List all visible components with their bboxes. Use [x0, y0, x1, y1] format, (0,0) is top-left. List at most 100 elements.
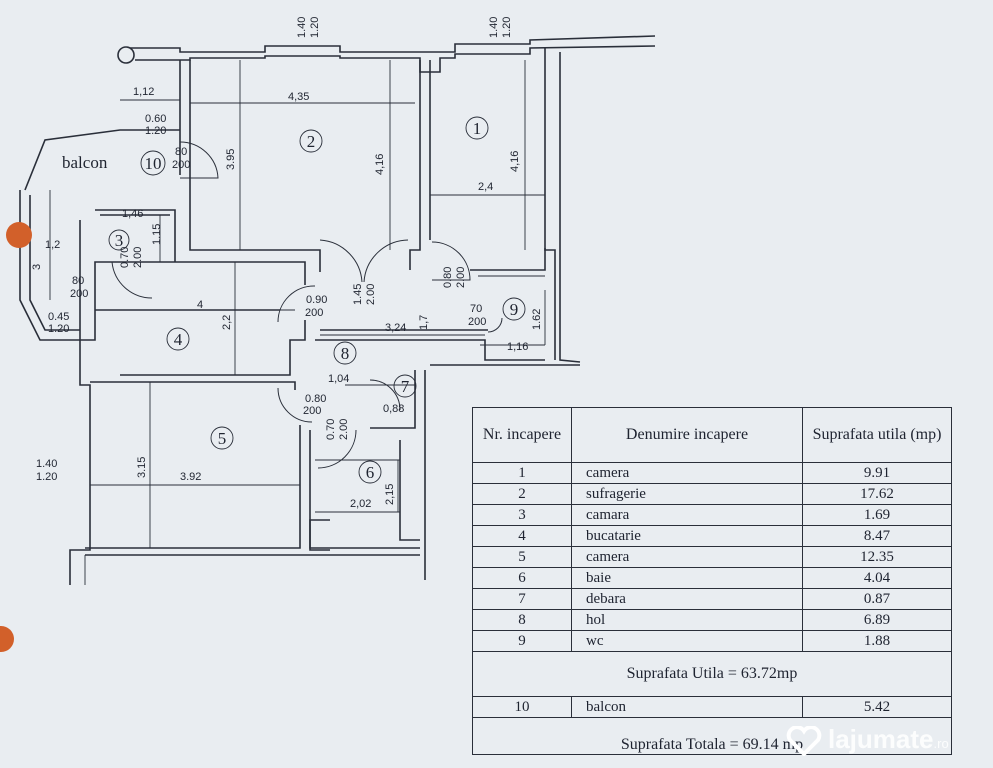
dim-435: 4,35	[288, 91, 309, 103]
dim-392: 3.92	[180, 471, 201, 483]
cell-area: 1.69	[802, 504, 952, 526]
dim-416b: 4,16	[509, 151, 521, 172]
cell-nr: 7	[472, 588, 572, 610]
cell-name: sufragerie	[571, 483, 803, 505]
room-number-10: 10	[145, 154, 162, 173]
cell-name: camara	[571, 504, 803, 526]
cell-name: baie	[571, 567, 803, 589]
door-swings	[111, 141, 503, 469]
room-number-6: 6	[366, 463, 375, 482]
dim-win-top2b: 1.20	[501, 17, 513, 38]
dim-3: 3	[31, 264, 43, 270]
dim-win-top1b: 1.20	[309, 17, 321, 38]
cell-name: bucatarie	[571, 525, 803, 547]
dim-120a: 1.20	[145, 125, 166, 137]
dim-80b: 80	[72, 275, 84, 287]
room-number-3: 3	[115, 231, 124, 250]
cell-nr: 3	[472, 504, 572, 526]
header-nr: Nr. incapere	[472, 407, 572, 463]
dim-146: 1,46	[122, 208, 143, 220]
dim-17: 1,7	[418, 315, 430, 330]
room-markers: 1 2 3 4 5 6 7 8 9 10 balcon	[62, 116, 526, 484]
cell-nr: 9	[472, 630, 572, 652]
dim-win-top1: 1.40	[296, 17, 308, 38]
dim-162: 1.62	[531, 309, 543, 330]
dim-12: 1,2	[45, 239, 60, 251]
cell-nr: 5	[472, 546, 572, 568]
dim-200f: 2.00	[455, 267, 467, 288]
cell-nr: 8	[472, 609, 572, 631]
cell-area: 4.04	[802, 567, 952, 589]
area-table: Nr. incapere Denumire incapere Suprafata…	[472, 407, 952, 755]
dim-70: 70	[470, 303, 482, 315]
dimension-labels: 1.40 1.20 1.40 1.20 1,12 4,35 0.60 1.20 …	[31, 17, 543, 510]
cell-area: 1.88	[802, 630, 952, 652]
dim-324: 3,24	[385, 322, 406, 334]
dim-4: 4	[197, 299, 203, 311]
cell-name: camera	[571, 462, 803, 484]
grand-total-row: Suprafata Totala = 69.14 mp	[472, 717, 952, 755]
dim-070a: 0.70	[119, 247, 131, 268]
dim-315: 3.15	[136, 457, 148, 478]
grand-total: Suprafata Totala = 69.14 mp	[472, 717, 952, 755]
dim-045: 0.45	[48, 311, 69, 323]
dim-202: 2,02	[350, 498, 371, 510]
table-header-row: Nr. incapere Denumire incapere Suprafata…	[472, 407, 952, 463]
dim-116: 1,16	[507, 341, 528, 353]
dim-060: 0.60	[145, 113, 166, 125]
dim-22: 2,2	[221, 315, 233, 330]
watermark-brand: lajumate	[828, 724, 934, 754]
cell-name: balcon	[571, 696, 803, 718]
dimension-lines	[49, 60, 546, 548]
dim-120c: 1.20	[36, 471, 57, 483]
dim-win-top2: 1.40	[488, 17, 500, 38]
cell-name: wc	[571, 630, 803, 652]
dim-088: 0,88	[383, 403, 404, 415]
room-number-4: 4	[174, 330, 183, 349]
dim-145: 1.45	[352, 284, 364, 305]
header-name: Denumire incapere	[571, 407, 803, 463]
room-number-9: 9	[510, 300, 519, 319]
dim-200c: 200	[70, 288, 88, 300]
cell-nr: 4	[472, 525, 572, 547]
dim-120b: 1.20	[48, 323, 69, 335]
dim-200e: 2.00	[365, 284, 377, 305]
dim-115: 1.15	[151, 224, 163, 245]
cell-nr: 6	[472, 567, 572, 589]
dim-090: 0.90	[306, 294, 327, 306]
cell-nr: 10	[472, 696, 572, 718]
dim-080b: 0.80	[305, 393, 326, 405]
pin-marker-top	[6, 222, 32, 248]
watermark-suffix: .ro	[933, 736, 949, 751]
room-number-8: 8	[341, 344, 350, 363]
useful-total-row: Suprafata Utila = 63.72mp	[472, 651, 952, 697]
dim-200i: 2.00	[338, 419, 350, 440]
cell-name: debara	[571, 588, 803, 610]
dim-24: 2,4	[478, 181, 493, 193]
dim-070b: 0.70	[325, 419, 337, 440]
cell-nr: 2	[472, 483, 572, 505]
heart-logo-icon	[786, 726, 822, 756]
dim-80a: 80	[175, 146, 187, 158]
cell-area: 5.42	[802, 696, 952, 718]
dim-200h: 200	[303, 405, 321, 417]
room-number-2: 2	[307, 132, 316, 151]
dim-215: 2,15	[384, 484, 396, 505]
cell-area: 9.91	[802, 462, 952, 484]
dim-200d: 200	[305, 307, 323, 319]
cell-name: camera	[571, 546, 803, 568]
cell-nr: 1	[472, 462, 572, 484]
dim-200b: 2.00	[132, 247, 144, 268]
dim-200a: 200	[172, 159, 190, 171]
cell-area: 0.87	[802, 588, 952, 610]
